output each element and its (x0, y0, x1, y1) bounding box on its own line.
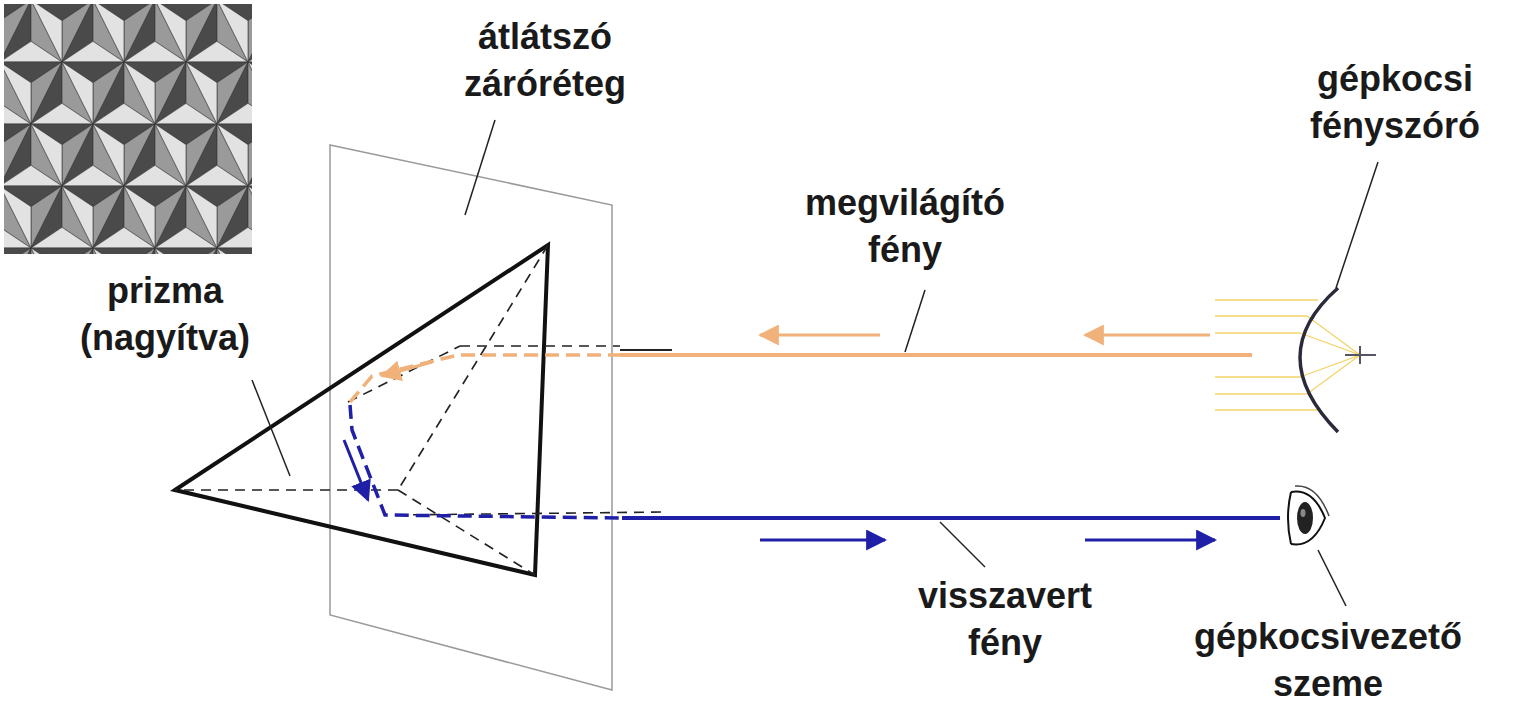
prism-facet (124, 62, 155, 124)
prism-facet (31, 4, 62, 62)
prism-facet (4, 248, 31, 254)
prism-facet (31, 103, 93, 124)
prism-facet (93, 248, 155, 254)
part-label: gépkocsivezető szeme (1194, 614, 1462, 708)
prism-facet (155, 124, 186, 186)
part-label: prizma (nagyítva) (80, 268, 250, 362)
prism-facet (31, 248, 93, 254)
prism-facet (248, 62, 252, 124)
prism-facet (4, 186, 31, 248)
leader-lines (252, 120, 1378, 606)
prism-facet (124, 248, 155, 254)
part-label: megvilágító fény (805, 180, 1005, 274)
prism-facet (31, 124, 62, 186)
prism-facet (155, 248, 186, 254)
prism-facet (217, 248, 248, 254)
prism-facet (4, 62, 31, 124)
part-label: gépkocsi fényszóró (1310, 56, 1480, 150)
prism-facet (248, 248, 252, 254)
prism-facet (186, 62, 217, 124)
prism-facet (248, 248, 252, 254)
prism-facet (155, 227, 217, 248)
reflected-ray-inside (350, 405, 622, 518)
hidden-edges (175, 245, 665, 575)
prism-outline (175, 245, 548, 575)
prism-facet (217, 227, 252, 248)
prism-facet (62, 165, 124, 186)
prism-facet (93, 4, 124, 62)
prism-facet (186, 186, 217, 248)
prism-facet (248, 124, 252, 186)
ray-arrow (344, 440, 368, 500)
prism-facet (62, 248, 93, 254)
prism-facet (248, 186, 252, 248)
prism-facet (62, 41, 124, 62)
prism-facet (93, 124, 124, 186)
ray-arrow (1085, 539, 1215, 542)
ray-arrow (760, 539, 885, 542)
incident-ray-inside (350, 355, 622, 402)
prism-facet (4, 248, 31, 254)
prism-facet (93, 248, 124, 254)
headlight (1215, 288, 1376, 432)
ray-arrow (382, 362, 432, 376)
incident-ray (620, 353, 1252, 357)
prism-facet (248, 41, 252, 62)
eye-icon (1288, 486, 1329, 545)
prism-facet (217, 4, 248, 62)
prism-facet (31, 227, 93, 248)
prism-facet (124, 186, 155, 248)
prism-facet (31, 248, 62, 254)
prism-facet (124, 165, 186, 186)
prism-facet (186, 248, 217, 254)
prism-facet (155, 103, 217, 124)
prism-facet (155, 248, 217, 254)
prism-facet (248, 4, 252, 62)
prism-facet (186, 248, 217, 254)
prism-facet (62, 62, 93, 124)
prism-facet (248, 4, 252, 62)
prism-facet (62, 248, 93, 254)
ray-arrow (1085, 334, 1210, 337)
part-label: visszavert fény (918, 573, 1092, 667)
prism-facet (248, 165, 252, 186)
ray-stub (620, 349, 672, 351)
prism-facet (93, 103, 155, 124)
prism-facet (248, 124, 252, 186)
prism-array (4, 4, 252, 254)
prism-facet (62, 186, 93, 248)
ray-arrow (760, 334, 880, 337)
prism-facet (155, 4, 186, 62)
prism-facet (217, 103, 252, 124)
reflected-ray (622, 516, 1280, 520)
prism-facet (124, 41, 186, 62)
prism-facet (186, 165, 248, 186)
cover-sheet (330, 145, 612, 690)
prism-facet (93, 227, 155, 248)
part-label: átlátszó záróréteg (464, 14, 626, 108)
prism-facet (217, 124, 248, 186)
prism-facet (124, 248, 155, 254)
prism-facet (186, 41, 248, 62)
